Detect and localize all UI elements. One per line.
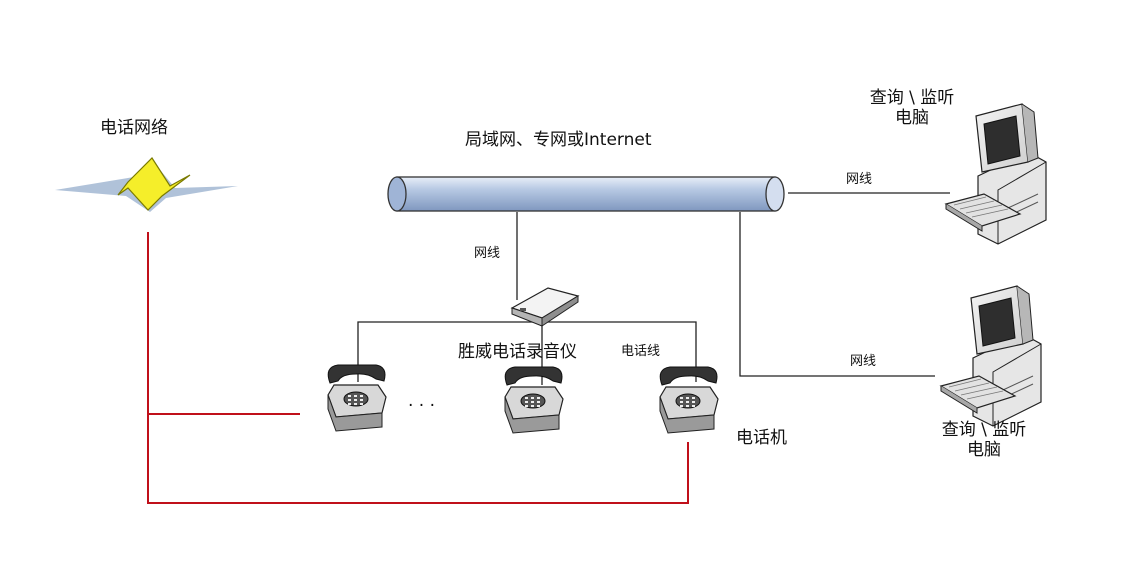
pc-label-line1: 查询 \ 监听: [869, 88, 955, 108]
cable-label: 网线: [850, 354, 877, 369]
pc-label-line2: 电脑: [967, 440, 1001, 461]
computer-icon: [940, 285, 1042, 427]
ellipsis-label: · · ·: [408, 396, 436, 416]
phone-line-main: [147, 232, 689, 504]
recorder-device-icon: [510, 287, 580, 327]
phone-network-label: 电话网络: [100, 118, 168, 138]
recorder-phone-bus: [357, 321, 697, 382]
cable-label: 网线: [846, 172, 873, 187]
cable-lan-to-pc2: [739, 212, 935, 377]
telephone-icon: [504, 366, 564, 434]
lightning-icon: [55, 157, 238, 212]
phone-lines: [147, 232, 689, 504]
telephone-icon: [659, 366, 719, 434]
lan-backbone: [387, 176, 785, 212]
telephone-icon: [327, 364, 387, 432]
pc-label: 查询 \ 监听 电脑: [858, 88, 966, 129]
pc-label-line1: 查询 \ 监听: [941, 420, 1027, 440]
phone-line-label: 电话线: [621, 344, 661, 359]
network-lines: [357, 192, 950, 385]
pc-label-line2: 电脑: [895, 108, 929, 129]
lan-label: 局域网、专网或Internet: [465, 130, 652, 150]
telephone-label: 电话机: [736, 428, 787, 448]
pc-label: 查询 \ 监听 电脑: [930, 420, 1038, 461]
recorder-label: 胜威电话录音仪: [458, 342, 577, 362]
cable-label: 网线: [474, 246, 501, 261]
